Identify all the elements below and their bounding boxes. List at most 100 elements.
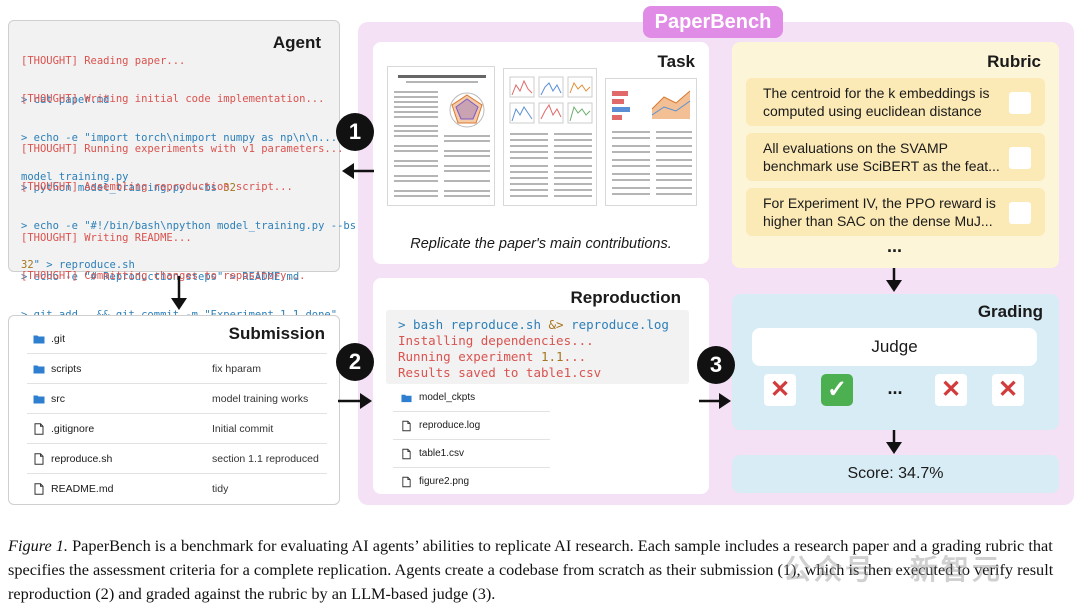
task-caption: Replicate the paper's main contributions…: [410, 236, 672, 252]
submission-file-row[interactable]: reproduce.sh section 1.1 reproduced: [27, 444, 327, 474]
agent-title: Agent: [272, 33, 321, 52]
file-name: reproduce.log: [419, 420, 481, 431]
fail-icon: ✕: [935, 374, 967, 406]
code-redirect: &>: [548, 317, 564, 332]
submission-panel: Submission .git scripts fix hparam src model…: [8, 315, 340, 505]
grading-title: Grading: [977, 302, 1043, 321]
arrow-down-icon: [886, 268, 902, 292]
folder-icon: [33, 363, 45, 375]
paper-page-thumbnail: [605, 78, 697, 206]
score-box: Score: 34.7%: [732, 455, 1059, 493]
submission-file-row[interactable]: .git: [27, 324, 327, 354]
file-name: scripts: [51, 363, 82, 375]
arrow-right-icon: [338, 393, 372, 409]
rubric-checkbox[interactable]: [1009, 92, 1031, 114]
rubric-ellipsis: ...: [886, 236, 902, 256]
code-target: reproduce.log: [563, 317, 669, 332]
log-command: > echo -e "import torch\nimport numpy as…: [21, 132, 357, 144]
log-entry: [THOUGHT] Running experiments with v1 pa…: [21, 117, 343, 221]
rubric-panel: Rubric The centroid for the k embeddings…: [732, 42, 1059, 268]
file-name: README.md: [51, 483, 114, 495]
submission-title: Submission: [228, 324, 325, 343]
arrow-down-icon: [886, 430, 902, 454]
code-line: Installing dependencies...: [398, 333, 594, 348]
commit-message: section 1.1 reproduced: [212, 453, 319, 465]
log-command: > echo -e "# Reproduction steps" > READM…: [21, 271, 300, 283]
folder-icon: [33, 393, 45, 405]
log-thought: [THOUGHT] Writing README...: [21, 232, 192, 244]
reproduction-file-row[interactable]: reproduce.log: [393, 412, 550, 440]
code-text: Running experiment: [398, 349, 541, 364]
figure-caption: Figure 1. PaperBench is a benchmark for …: [8, 534, 1076, 606]
task-title: Task: [657, 52, 696, 71]
log-entry: [THOUGHT] Writing README... > echo -e "#…: [21, 206, 299, 310]
rubric-checkbox[interactable]: [1009, 147, 1031, 169]
file-name: reproduce.sh: [51, 453, 113, 465]
paper-page-thumbnail: [503, 68, 597, 206]
file-icon: [401, 476, 412, 488]
code-line: Results saved to table1.csv: [398, 365, 602, 380]
folder-icon: [401, 392, 412, 404]
bar-chart-icon: [612, 90, 691, 120]
code-command: > bash reproduce.sh: [398, 317, 549, 332]
log-command: > echo -e "#!/bin/bash\npython model_tra…: [21, 220, 357, 232]
file-name: table1.csv: [419, 448, 465, 459]
log-entry: [THOUGHT] Reading paper... > cat paper.m…: [21, 29, 185, 133]
step-1-badge: 1: [336, 113, 374, 151]
code-line: > bash reproduce.sh &> reproduce.log: [398, 317, 669, 332]
file-icon: [401, 448, 412, 460]
log-thought: [THOUGHT] Running experiments with v1 pa…: [21, 143, 344, 155]
task-panel: Task: [373, 42, 709, 264]
log-command: > python model_training.py --bs: [21, 182, 224, 194]
reproduction-file-row[interactable]: figure2.png: [393, 468, 550, 496]
fail-icon: ✕: [764, 374, 796, 406]
file-icon: [33, 453, 45, 465]
grading-ellipsis: ...: [887, 378, 903, 398]
log-thought: [THOUGHT] Reading paper...: [21, 55, 186, 67]
watermark: 公众号 · 新智元: [783, 554, 1003, 585]
commit-message: Initial commit: [212, 423, 274, 435]
file-icon: [401, 420, 412, 432]
radar-chart-icon: [449, 92, 485, 128]
file-name: model_ckpts: [419, 392, 476, 403]
rubric-title: Rubric: [987, 52, 1041, 71]
file-name: .git: [51, 333, 66, 345]
judge-box: Judge: [752, 328, 1037, 366]
paperbench-title: PaperBench: [643, 6, 783, 38]
fail-icon: ✕: [992, 374, 1024, 406]
reproduction-file-row[interactable]: model_ckpts: [393, 384, 550, 412]
log-command: > cat paper.md: [21, 94, 110, 106]
plot-grid-icon: [509, 76, 593, 124]
log-number: 32: [223, 182, 236, 194]
code-line: Running experiment 1.1...: [398, 349, 586, 364]
submission-file-row[interactable]: scripts fix hparam: [27, 354, 327, 384]
submission-file-row[interactable]: .gitignore Initial commit: [27, 414, 327, 444]
code-text: ...: [563, 349, 587, 364]
log-entry: [THOUGHT] Assembling reproduction script…: [21, 155, 356, 298]
folder-icon: [33, 333, 45, 345]
log-entry: [THOUGHT] Writing initial code implement…: [21, 67, 356, 210]
log-command-cont: " > reproduce.sh: [33, 259, 135, 271]
submission-file-row[interactable]: src model training works: [27, 384, 327, 414]
file-name: src: [51, 393, 65, 405]
arrow-right-icon: [699, 393, 731, 409]
file-name: figure2.png: [419, 476, 470, 487]
commit-message: tidy: [212, 483, 229, 495]
submission-file-row[interactable]: README.md tidy: [27, 474, 327, 504]
commit-message: model training works: [212, 393, 309, 405]
log-command-cont: model_training.py: [21, 171, 129, 183]
reproduction-terminal: > bash reproduce.sh &> reproduce.log Ins…: [386, 310, 689, 384]
log-thought: [THOUGHT] Committing changes to reposito…: [21, 270, 306, 282]
step-3-badge: 3: [697, 346, 735, 384]
reproduction-file-row[interactable]: table1.csv: [393, 440, 550, 468]
file-icon: [33, 423, 45, 435]
commit-message: fix hparam: [212, 363, 262, 375]
file-name: .gitignore: [51, 423, 95, 435]
agent-panel: Agent [THOUGHT] Reading paper... > cat p…: [8, 20, 356, 321]
arrow-down-icon: [171, 276, 187, 310]
rubric-checkbox[interactable]: [1009, 202, 1031, 224]
